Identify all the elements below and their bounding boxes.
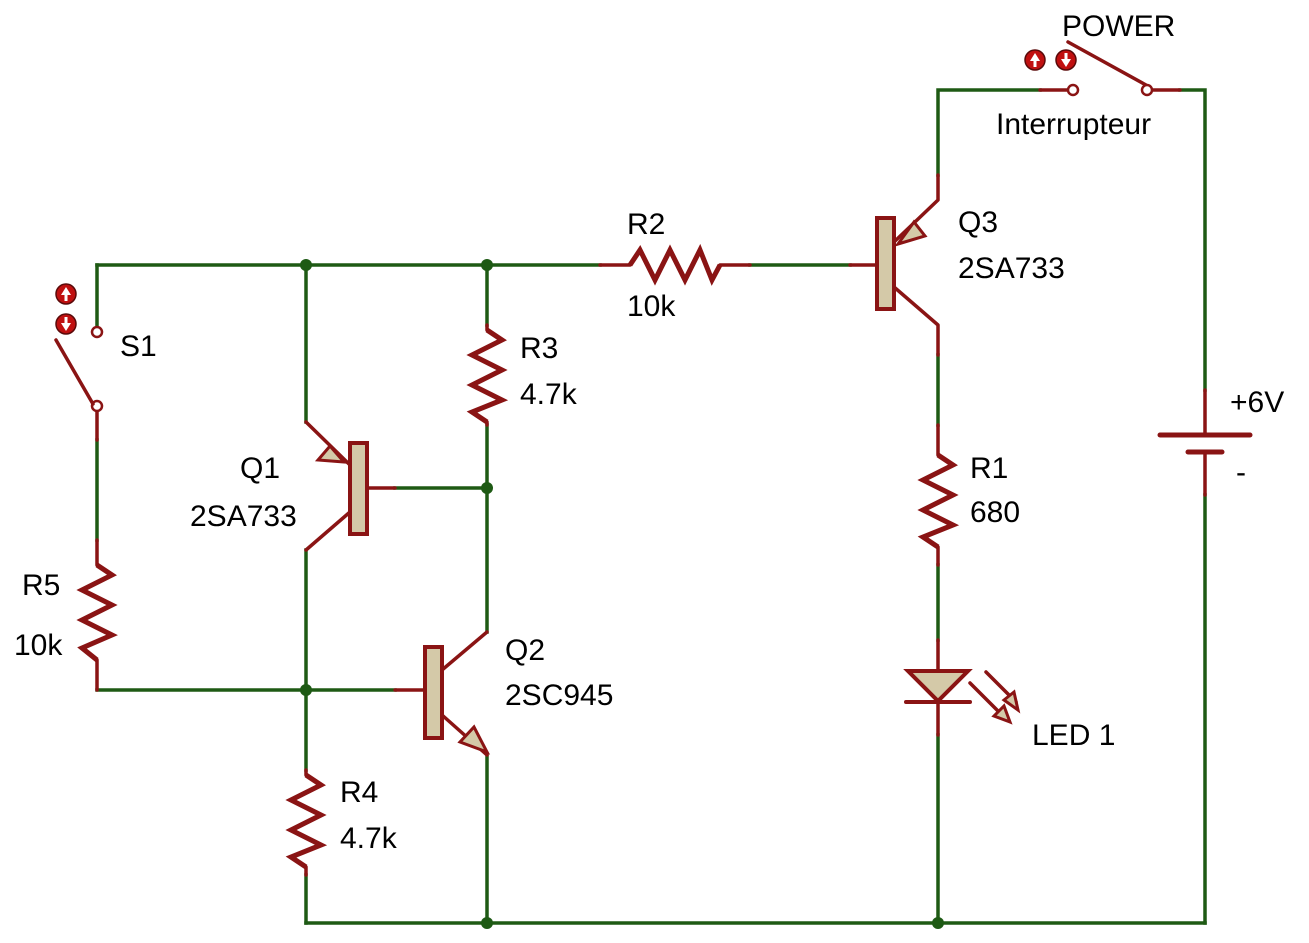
switch-control-buttons[interactable]	[55, 283, 77, 335]
resistor-r3: R3 4.7k	[466, 323, 578, 427]
junction-dot	[932, 917, 944, 929]
r1-name: R1	[970, 452, 1008, 485]
r3-value: 4.7k	[520, 378, 578, 411]
junctions	[300, 259, 944, 929]
led-1-name: LED 1	[1032, 719, 1115, 752]
r5-name: R5	[22, 569, 60, 602]
r4-name: R4	[340, 776, 378, 809]
r2-name: R2	[627, 208, 665, 241]
r3-name: R3	[520, 332, 558, 365]
switch-lever	[54, 338, 95, 406]
q1-part: 2SA733	[190, 500, 297, 533]
junction-dot	[300, 259, 312, 271]
resistor-r4: R4 4.7k	[285, 768, 398, 877]
resistor-r1: R1 680	[917, 423, 1020, 567]
r4-value: 4.7k	[340, 822, 398, 855]
switch-lever	[1066, 40, 1148, 87]
resistor-r2: R2 10k	[598, 208, 752, 323]
q3-name: Q3	[958, 206, 998, 239]
led-1: LED 1	[903, 638, 1115, 752]
s1-name: S1	[120, 330, 157, 363]
emitter-arrow	[314, 443, 348, 464]
transistor-body	[423, 645, 444, 740]
led-triangle	[903, 669, 973, 704]
wire-power-right	[1178, 88, 1207, 392]
power-switch[interactable]: POWER Interrupteur	[996, 10, 1182, 141]
wires	[95, 88, 1207, 925]
switch-s1[interactable]: S1	[54, 283, 157, 442]
r2-value: 10k	[627, 290, 676, 323]
switch-control-buttons[interactable]	[1024, 49, 1077, 71]
junction-dot	[300, 684, 312, 696]
power-switch-type: Interrupteur	[996, 108, 1151, 141]
transistor-body	[875, 216, 896, 311]
battery-negative-label: -	[1236, 456, 1246, 489]
power-switch-name: POWER	[1062, 10, 1175, 43]
transistor-q3: Q3 2SA733	[848, 173, 1065, 357]
wire-q3-emitter	[936, 88, 1042, 177]
r5-value: 10k	[14, 629, 63, 662]
battery-positive-label: +6V	[1230, 386, 1284, 419]
resistor-r5: R5 10k	[14, 538, 118, 692]
junction-dot	[481, 482, 493, 494]
q1-name: Q1	[240, 452, 280, 485]
transistor-body	[348, 441, 369, 536]
junction-dot	[481, 259, 493, 271]
q2-name: Q2	[505, 634, 545, 667]
light-emission-icon	[968, 670, 1021, 725]
transistor-q2: Q2 2SC945	[393, 630, 613, 757]
transistor-q1: Q1 2SA733	[190, 420, 397, 552]
battery: +6V -	[1157, 386, 1284, 497]
emitter-arrow	[894, 219, 928, 247]
q2-part: 2SC945	[505, 679, 613, 712]
q3-part: 2SA733	[958, 252, 1065, 285]
emitter-arrow	[457, 724, 491, 755]
r1-value: 680	[970, 496, 1020, 529]
junction-dot	[481, 917, 493, 929]
